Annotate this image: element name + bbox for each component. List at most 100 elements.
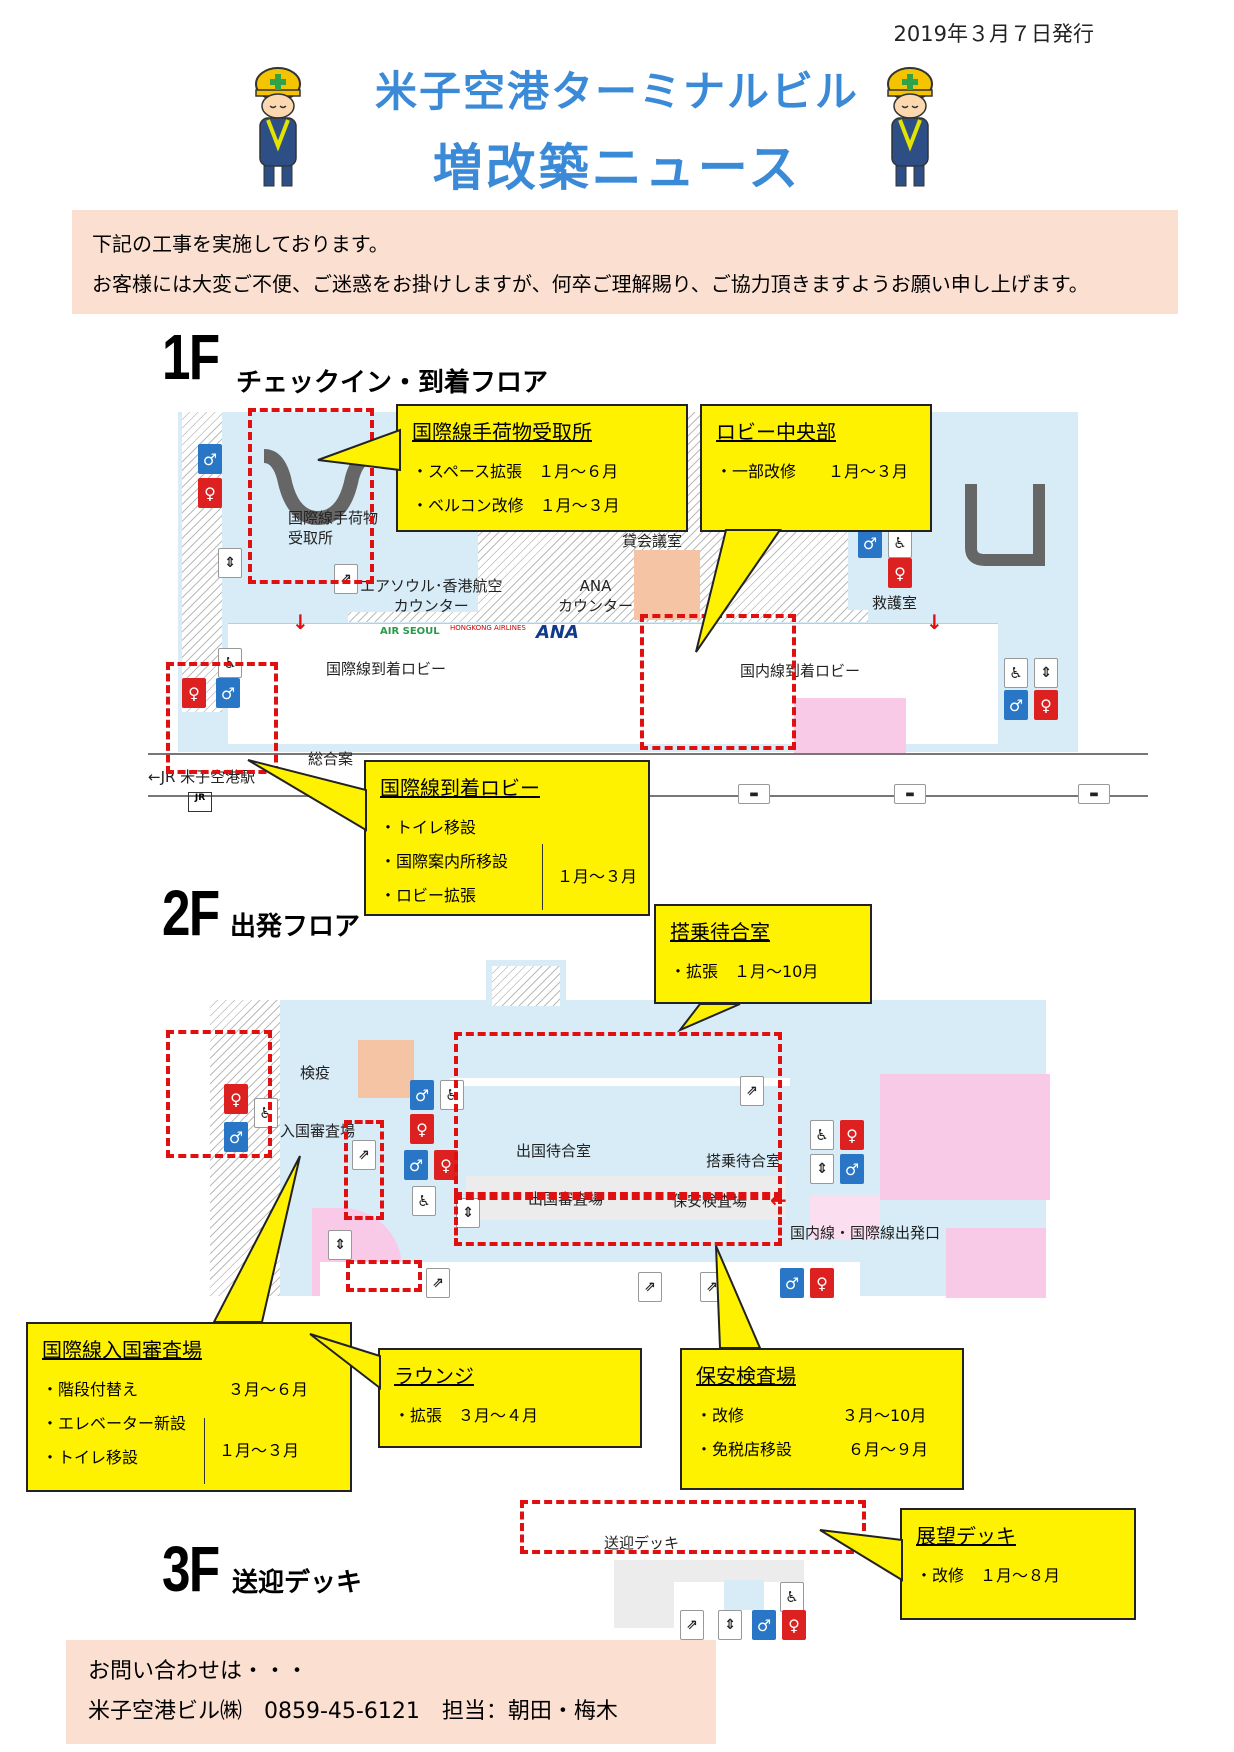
construction-area-stairs xyxy=(344,1120,384,1220)
lounge-icon: ⇕ xyxy=(328,1230,352,1260)
label-ana-counter: ANA カウンター xyxy=(558,577,634,615)
callout-line: ・改修 １月～８月 xyxy=(916,1566,1061,1585)
label-departure-waiting: 出国待合室 xyxy=(516,1142,592,1160)
female-toilet-icon: ♀ xyxy=(782,1610,806,1640)
worker-illustration-right xyxy=(887,67,933,187)
wheelchair-icon: ♿ xyxy=(810,1120,834,1150)
female-toilet-icon: ♀ xyxy=(888,558,912,588)
escalator-icon: ⇗ xyxy=(680,1610,704,1640)
bus-icon: ▬ xyxy=(1078,784,1110,804)
floor-2-number: 2F xyxy=(162,877,220,949)
label-rental-room: 貸会議室 xyxy=(622,532,683,550)
wheelchair-icon: ♿ xyxy=(254,1098,278,1128)
floor-3-number: 3F xyxy=(162,1533,220,1605)
label-info: 総合案 xyxy=(308,750,354,768)
male-toilet-icon: ♂ xyxy=(780,1268,804,1298)
male-toilet-icon: ♂ xyxy=(840,1154,864,1184)
female-toilet-icon: ♀ xyxy=(224,1084,248,1114)
callout-line: ・国際案内所移設 xyxy=(380,852,509,871)
elevator-icon: ⇕ xyxy=(218,548,242,578)
arrow-down-icon: ↓ xyxy=(292,610,309,634)
label-deck: 送迎デッキ xyxy=(604,1534,680,1552)
label-quarantine: 検疫 xyxy=(300,1064,331,1082)
callout-head: 搭乗待合室 xyxy=(670,920,770,944)
callout-line: ・一部改修 １月～３月 xyxy=(716,462,909,481)
male-toilet-icon: ♂ xyxy=(198,444,222,474)
label-immigration: 入国審査場 xyxy=(280,1122,356,1140)
escalator-icon: ⇗ xyxy=(352,1140,376,1170)
notice-line-1: 下記の工事を実施しております。 xyxy=(92,232,389,256)
callout-head: 国際線到着ロビー xyxy=(380,776,540,800)
callout-line: ・スペース拡張 １月～６月 xyxy=(412,462,619,481)
label-departure-gate: 国内線・国際線出発口 xyxy=(790,1224,941,1242)
callout-boarding-waiting: 搭乗待合室 ・拡張 １月～10月 xyxy=(654,904,872,1004)
notice-line-2: お客様には大変ご不便、ご迷惑をお掛けしますが、何卒ご理解賜り、ご協力頂きますよう… xyxy=(92,272,1089,296)
label-domestic-arrival-lobby: 国内線到着ロビー xyxy=(740,662,861,680)
contact-line-2: 米子空港ビル㈱ 0859-45-6121 担当：朝田・梅木 xyxy=(88,1699,618,1724)
male-toilet-icon: ♂ xyxy=(752,1610,776,1640)
wheelchair-icon: ♿ xyxy=(780,1582,804,1612)
bus-icon: ▬ xyxy=(738,784,770,804)
callout-lobby-center: ロビー中央部 ・一部改修 １月～３月 xyxy=(700,404,932,532)
callout-head: 国際線手荷物受取所 xyxy=(412,420,592,444)
wheelchair-icon: ♿ xyxy=(412,1186,436,1216)
callout-head: 展望デッキ xyxy=(916,1524,1016,1548)
female-toilet-icon: ♀ xyxy=(1034,690,1058,720)
page-title: 米子空港ターミナルビル xyxy=(374,67,859,116)
wheelchair-icon: ♿ xyxy=(1004,658,1028,688)
callout-head: ロビー中央部 xyxy=(716,420,836,444)
floor-3-name: 送迎デッキ xyxy=(232,1567,363,1597)
floor-3-map: 送迎デッキ ♿ ⇗ ⇕ ♂ ♀ xyxy=(520,1500,880,1640)
callout-line: ・ロビー拡張 xyxy=(380,886,477,905)
female-toilet-icon: ♀ xyxy=(810,1268,834,1298)
baggage-conveyor-domestic xyxy=(965,484,1045,566)
callout-head: ラウンジ xyxy=(394,1364,474,1388)
floor-1-number: 1F xyxy=(162,321,220,393)
construction-area-security xyxy=(454,1196,782,1246)
callout-line: ・トイレ移設 xyxy=(380,818,477,837)
contact-line-1: お問い合わせは・・・ xyxy=(88,1659,309,1684)
male-toilet-icon: ♂ xyxy=(216,678,240,708)
page-subtitle: 増改築ニュース xyxy=(432,139,802,197)
construction-area-immigration xyxy=(166,1030,272,1158)
notice-box: 下記の工事を実施しております。 お客様には大変ご不便、ご迷惑をお掛けしますが、何… xyxy=(72,210,1178,314)
arrow-down-icon: ↓ xyxy=(926,610,943,634)
construction-area-baggage xyxy=(248,408,374,584)
wheelchair-icon: ♿ xyxy=(888,528,912,558)
contact-box: お問い合わせは・・・ 米子空港ビル㈱ 0859-45-6121 担当：朝田・梅木 xyxy=(66,1640,716,1744)
escalator-icon: ⇗ xyxy=(740,1076,764,1106)
worker-illustration-left xyxy=(255,67,301,187)
hongkong-airlines-logo: HONGKONG AIRLINES xyxy=(450,624,526,632)
male-toilet-icon: ♂ xyxy=(224,1122,248,1152)
callout-intl-baggage: 国際線手荷物受取所 ・スペース拡張 １月～６月 ・ベルコン改修 １月～３月 xyxy=(396,404,688,532)
airseoul-logo: AIR SEOUL xyxy=(380,626,440,637)
label-aid-room: 救護室 xyxy=(872,594,918,612)
callout-observation-deck: 展望デッキ ・改修 １月～８月 xyxy=(900,1508,1136,1620)
escalator-icon: ⇗ xyxy=(334,564,358,594)
ana-logo: ANA xyxy=(536,622,579,643)
escalator-icon: ⇗ xyxy=(638,1272,662,1302)
callout-line: ・拡張 ３月～４月 xyxy=(394,1406,539,1425)
callout-head: 保安検査場 xyxy=(696,1364,796,1388)
escalator-icon: ⇗ xyxy=(426,1268,450,1298)
floor-2-name: 出発フロア xyxy=(230,911,361,941)
construction-area-lobby-center xyxy=(640,614,796,750)
baby-room-icon: ⇕ xyxy=(810,1154,834,1184)
male-toilet-icon: ♂ xyxy=(404,1150,428,1180)
issue-date: 2019年３月７日発行 xyxy=(893,22,1094,46)
callout-line: ・拡張 １月～10月 xyxy=(670,962,819,981)
construction-area-intl-lobby xyxy=(166,662,278,774)
label-boarding-waiting: 搭乗待合室 xyxy=(706,1152,782,1170)
male-toilet-icon: ♂ xyxy=(858,528,882,558)
female-toilet-icon: ♀ xyxy=(198,478,222,508)
construction-area-lounge xyxy=(346,1260,422,1292)
callout-line: ・トイレ移設 xyxy=(42,1448,139,1467)
male-toilet-icon: ♂ xyxy=(410,1080,434,1110)
female-toilet-icon: ♀ xyxy=(182,678,206,708)
male-toilet-icon: ♂ xyxy=(1004,690,1028,720)
label-intl-counter: エアソウル･香港航空 カウンター xyxy=(360,577,503,615)
